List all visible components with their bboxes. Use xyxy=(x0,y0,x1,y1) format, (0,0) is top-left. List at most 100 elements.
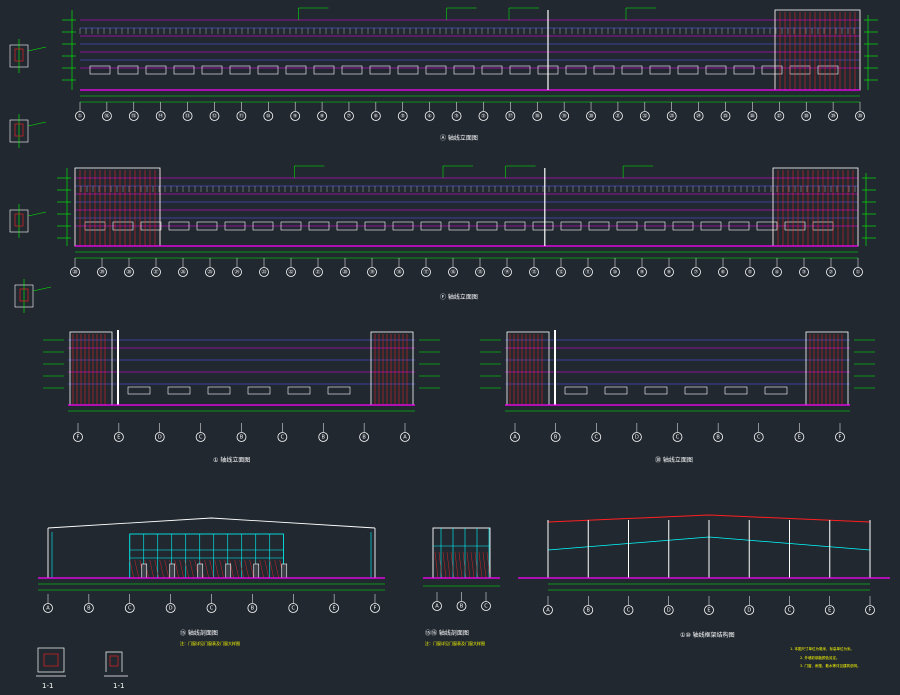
g-sect-left-axis-bubble xyxy=(288,603,299,613)
hatch xyxy=(462,551,467,579)
g-elev-1-axis-label: B xyxy=(362,435,366,441)
g-sect-right-axis-label: E xyxy=(828,608,831,614)
g-elev-a-axis-bubble xyxy=(478,111,489,121)
g-elev-f-axis-label: ㉒ xyxy=(288,269,293,276)
g-elev-a-axis-bubble xyxy=(855,111,865,121)
detail-leader xyxy=(27,46,47,52)
g-elev-30-axis-bubble xyxy=(713,432,724,442)
window xyxy=(127,386,151,395)
hatch xyxy=(264,559,269,579)
g-elev-1-axis-label: E xyxy=(117,435,120,441)
g-elev-f-axis-label: ⑦ xyxy=(694,270,699,276)
g-elev-a-axis-bubble xyxy=(236,111,247,121)
g-elev-f-axis-bubble xyxy=(799,267,809,277)
g-elev-f-axis-label: ⑩ xyxy=(613,270,618,276)
detail-1-1-right xyxy=(104,651,128,677)
g-elev-f-axis-label: ⑱ xyxy=(396,269,401,276)
hatch xyxy=(244,559,249,579)
g-elev-f-axis-label: ㉑ xyxy=(315,269,320,276)
hatch xyxy=(179,559,184,579)
note-3: 3. 门窗、雨篷、散水等详见建筑说明。 xyxy=(800,663,860,668)
detail-member xyxy=(14,123,24,137)
g-elev-a-axis-bubble xyxy=(128,111,139,121)
g-elev-a-axis-label: ㉙ xyxy=(831,113,836,120)
window xyxy=(112,221,134,231)
g-elev-f-axis-label: ⑪ xyxy=(585,269,590,276)
window xyxy=(677,65,699,75)
section-right-title: ①⑩ 轴线框架结构图 xyxy=(680,631,735,639)
g-elev-f-axis-bubble xyxy=(826,267,836,277)
g-elev-f-axis-label: ⑯ xyxy=(450,269,455,276)
note-2: 2. 外墙彩钢板颜色另定。 xyxy=(800,655,839,660)
g-sect-right-axis-bubble xyxy=(623,605,634,615)
side-detail-group xyxy=(9,39,52,313)
window xyxy=(700,221,722,231)
g-sect-right-axis-bubble xyxy=(824,605,835,615)
section-mid-note: 注：门窗详见门窗表及门窗大样图 xyxy=(425,640,485,646)
g-elev-1-axis-bubble xyxy=(195,432,206,442)
g-elev-f-axis-label: ② xyxy=(829,270,834,276)
window xyxy=(117,65,139,75)
g-sect-left-axis-label: B xyxy=(87,606,91,612)
g-sect-mid-axis-label: A xyxy=(435,604,439,610)
window xyxy=(196,221,218,231)
g-elev-f-axis-bubble xyxy=(718,267,728,277)
window xyxy=(341,65,363,75)
g-elev-f-axis-bubble xyxy=(583,267,593,277)
g-elev-a-axis-bubble xyxy=(801,111,812,121)
window xyxy=(173,65,195,75)
g-elev-1-axis-label: C xyxy=(199,435,203,441)
g-elev-a-axis-bubble xyxy=(828,111,839,121)
g-elev-f-axis-bubble xyxy=(529,267,539,277)
door-leaf xyxy=(141,563,148,579)
g-elev-a-axis-bubble xyxy=(586,111,596,121)
g-elev-1-axis-label: B xyxy=(322,435,326,441)
g-elev-f-axis-bubble xyxy=(367,267,377,277)
g-sect-left-axis-bubble xyxy=(370,603,380,613)
g-elev-a-axis-label: ⑨ xyxy=(293,114,297,120)
window xyxy=(761,65,783,75)
hatch xyxy=(474,551,479,579)
hatch xyxy=(434,551,439,579)
g-elev-30-axis-bubble xyxy=(510,432,520,442)
general-notes: 1. 本图尺寸单位为毫米，标高单位为米。 2. 外墙彩钢板颜色另定。 3. 门窗… xyxy=(790,646,860,668)
g-elev-a-axis-bubble xyxy=(424,111,435,121)
g-elev-f-axis-bubble xyxy=(313,267,323,277)
hatch xyxy=(129,559,134,579)
g-elev-30-axis-label: C xyxy=(595,435,599,441)
g-elev-f-axis-bubble xyxy=(232,267,242,277)
g-elev-a-axis-label: ⑱ xyxy=(535,113,540,120)
g-sect-right-axis-bubble xyxy=(704,605,714,615)
window xyxy=(420,221,442,231)
window xyxy=(532,221,554,231)
g-elev-a-axis-label: ② xyxy=(481,114,486,120)
g-elev-f-axis-label: ㉗ xyxy=(153,269,158,276)
window xyxy=(756,221,778,231)
g-elev-f-axis-label: ㉙ xyxy=(99,269,104,276)
g-elev-a-axis-bubble xyxy=(290,111,301,121)
g-elev-f-axis-label: ⑳ xyxy=(72,269,77,276)
g-sect-left-axis-bubble xyxy=(206,603,217,613)
g-elev-30-axis-bubble xyxy=(672,432,683,442)
g-elev-f-axis-label: ① xyxy=(856,270,861,276)
g-elev-f-axis-bubble xyxy=(70,267,80,277)
g-elev-a-axis-bubble xyxy=(505,111,516,121)
window xyxy=(644,221,666,231)
g-sect-left-axis-bubble xyxy=(124,603,135,613)
window xyxy=(481,65,503,75)
window xyxy=(476,221,498,231)
g-elev-f-axis-bubble xyxy=(502,267,512,277)
hatch xyxy=(229,559,234,579)
hatch xyxy=(274,559,279,579)
g-elev-f-axis-bubble xyxy=(340,267,350,277)
g-elev-f-axis-bubble xyxy=(205,267,215,277)
g-elev-a-axis-bubble xyxy=(747,111,758,121)
hatch xyxy=(458,551,463,579)
g-sect-left-axis-label: E xyxy=(333,606,336,612)
g-elev-f-axis-bubble xyxy=(97,267,107,277)
g-elev-a-axis-label: ④ xyxy=(427,114,432,120)
hatch xyxy=(249,559,254,579)
elevation-30-title: ㉚ 轴线立面图 xyxy=(655,456,693,464)
g-elev-f-axis-label: ⑰ xyxy=(423,269,428,276)
